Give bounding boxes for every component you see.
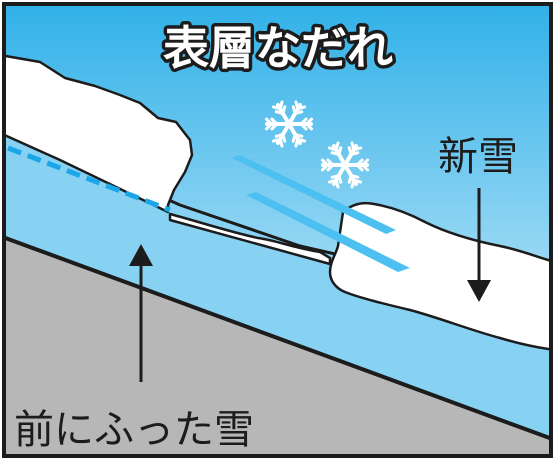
old-snow-label: 前にふった雪 [14,407,254,453]
sliding-surface-dashed-line [7,145,171,213]
new-snow-arrow [467,188,491,302]
snow-ridge [168,212,332,266]
motion-streak-icon [232,155,396,234]
sliding-snow-block [328,201,549,351]
motion-streak-icon [246,192,410,272]
snowflake-icon [320,141,370,189]
diagram-frame [2,2,553,458]
old-snow-arrow [129,244,153,382]
old-snow-label-bg [6,395,296,454]
new-snow-label: 新雪 [438,134,518,180]
snowflake-icon [264,100,314,148]
page-title: 表層なだれ [163,21,393,75]
